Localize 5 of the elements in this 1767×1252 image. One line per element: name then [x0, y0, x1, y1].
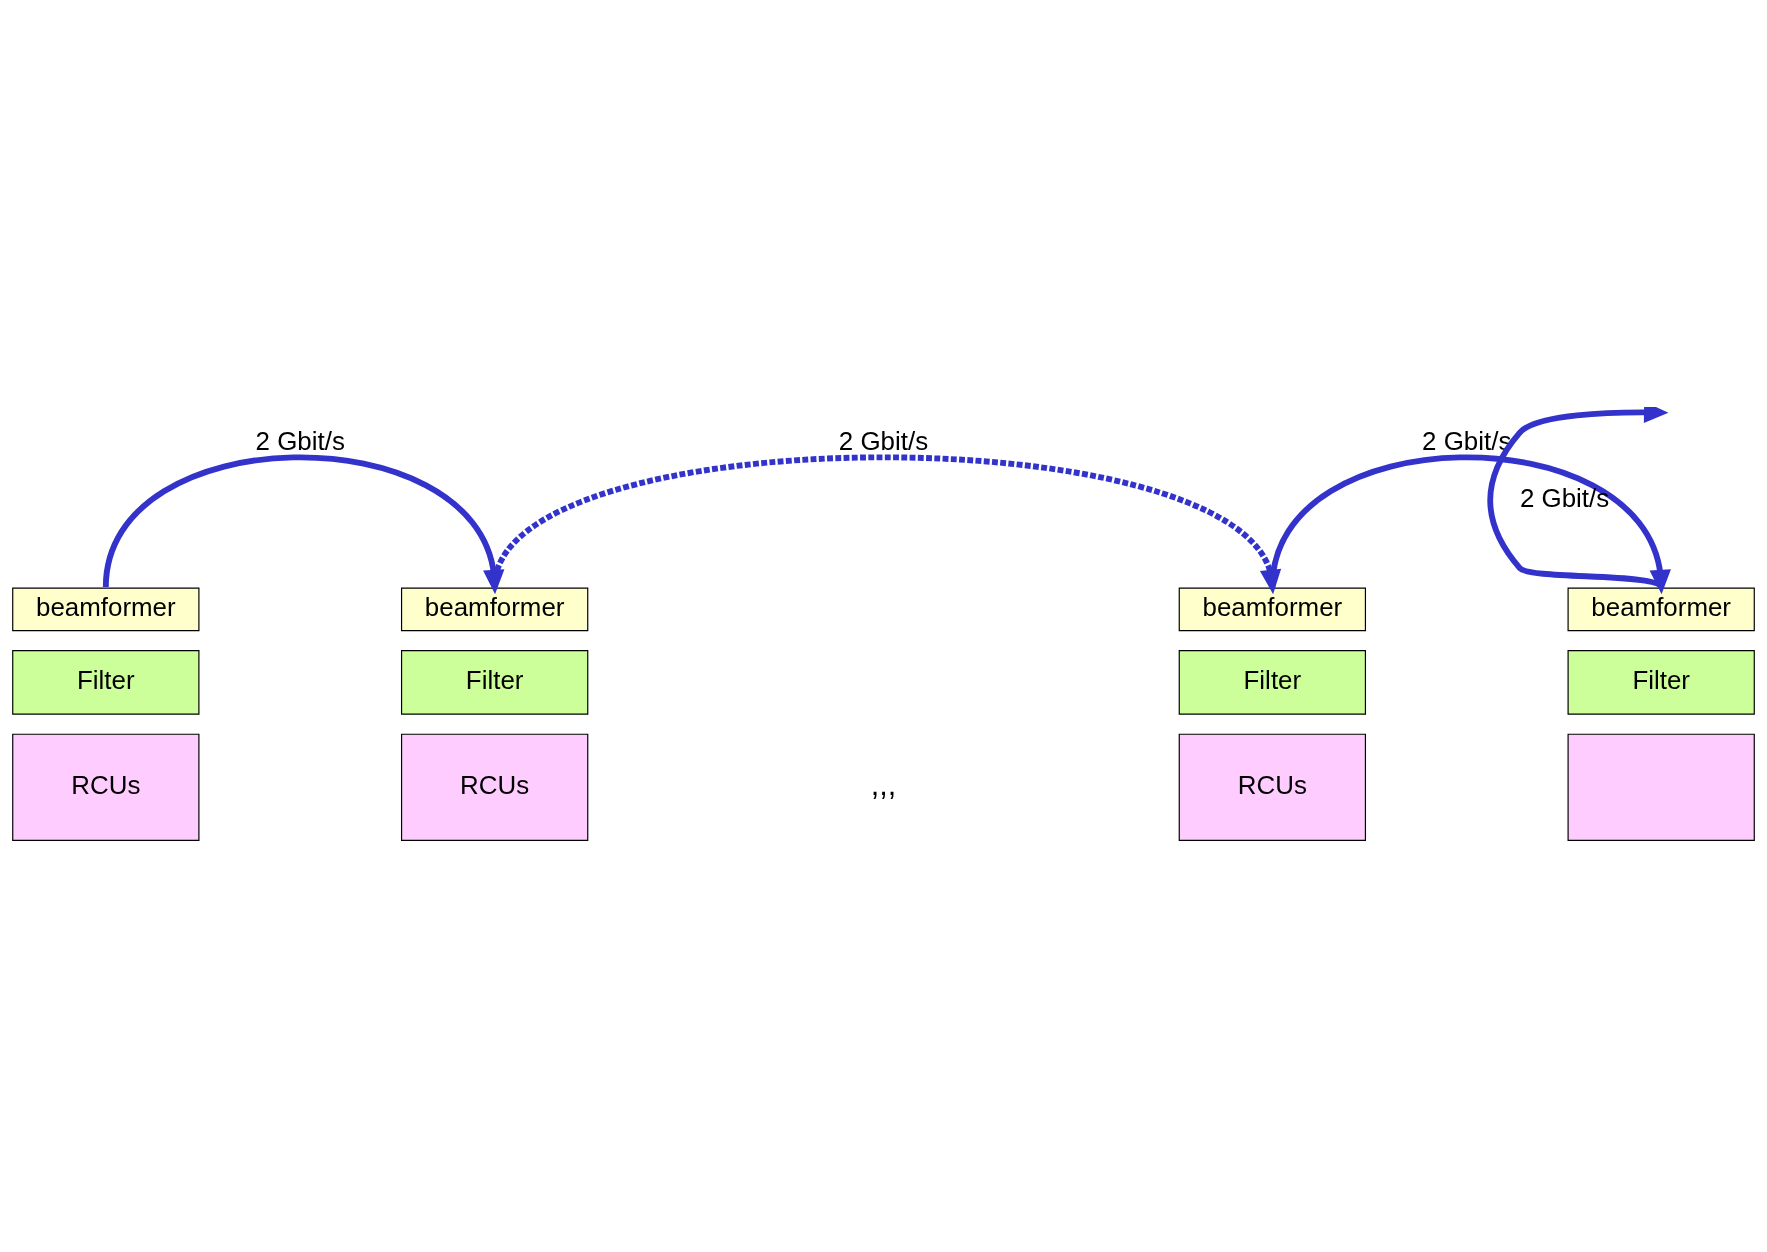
edge-label: 2 Gbit/s: [838, 426, 929, 455]
edge-label: 2 Gbit/s: [1422, 426, 1512, 455]
edge-label: 2 Gbit/s: [255, 426, 345, 455]
edge-label: 2 Gbit/s: [1519, 483, 1610, 512]
label: ,,,: [870, 766, 897, 801]
